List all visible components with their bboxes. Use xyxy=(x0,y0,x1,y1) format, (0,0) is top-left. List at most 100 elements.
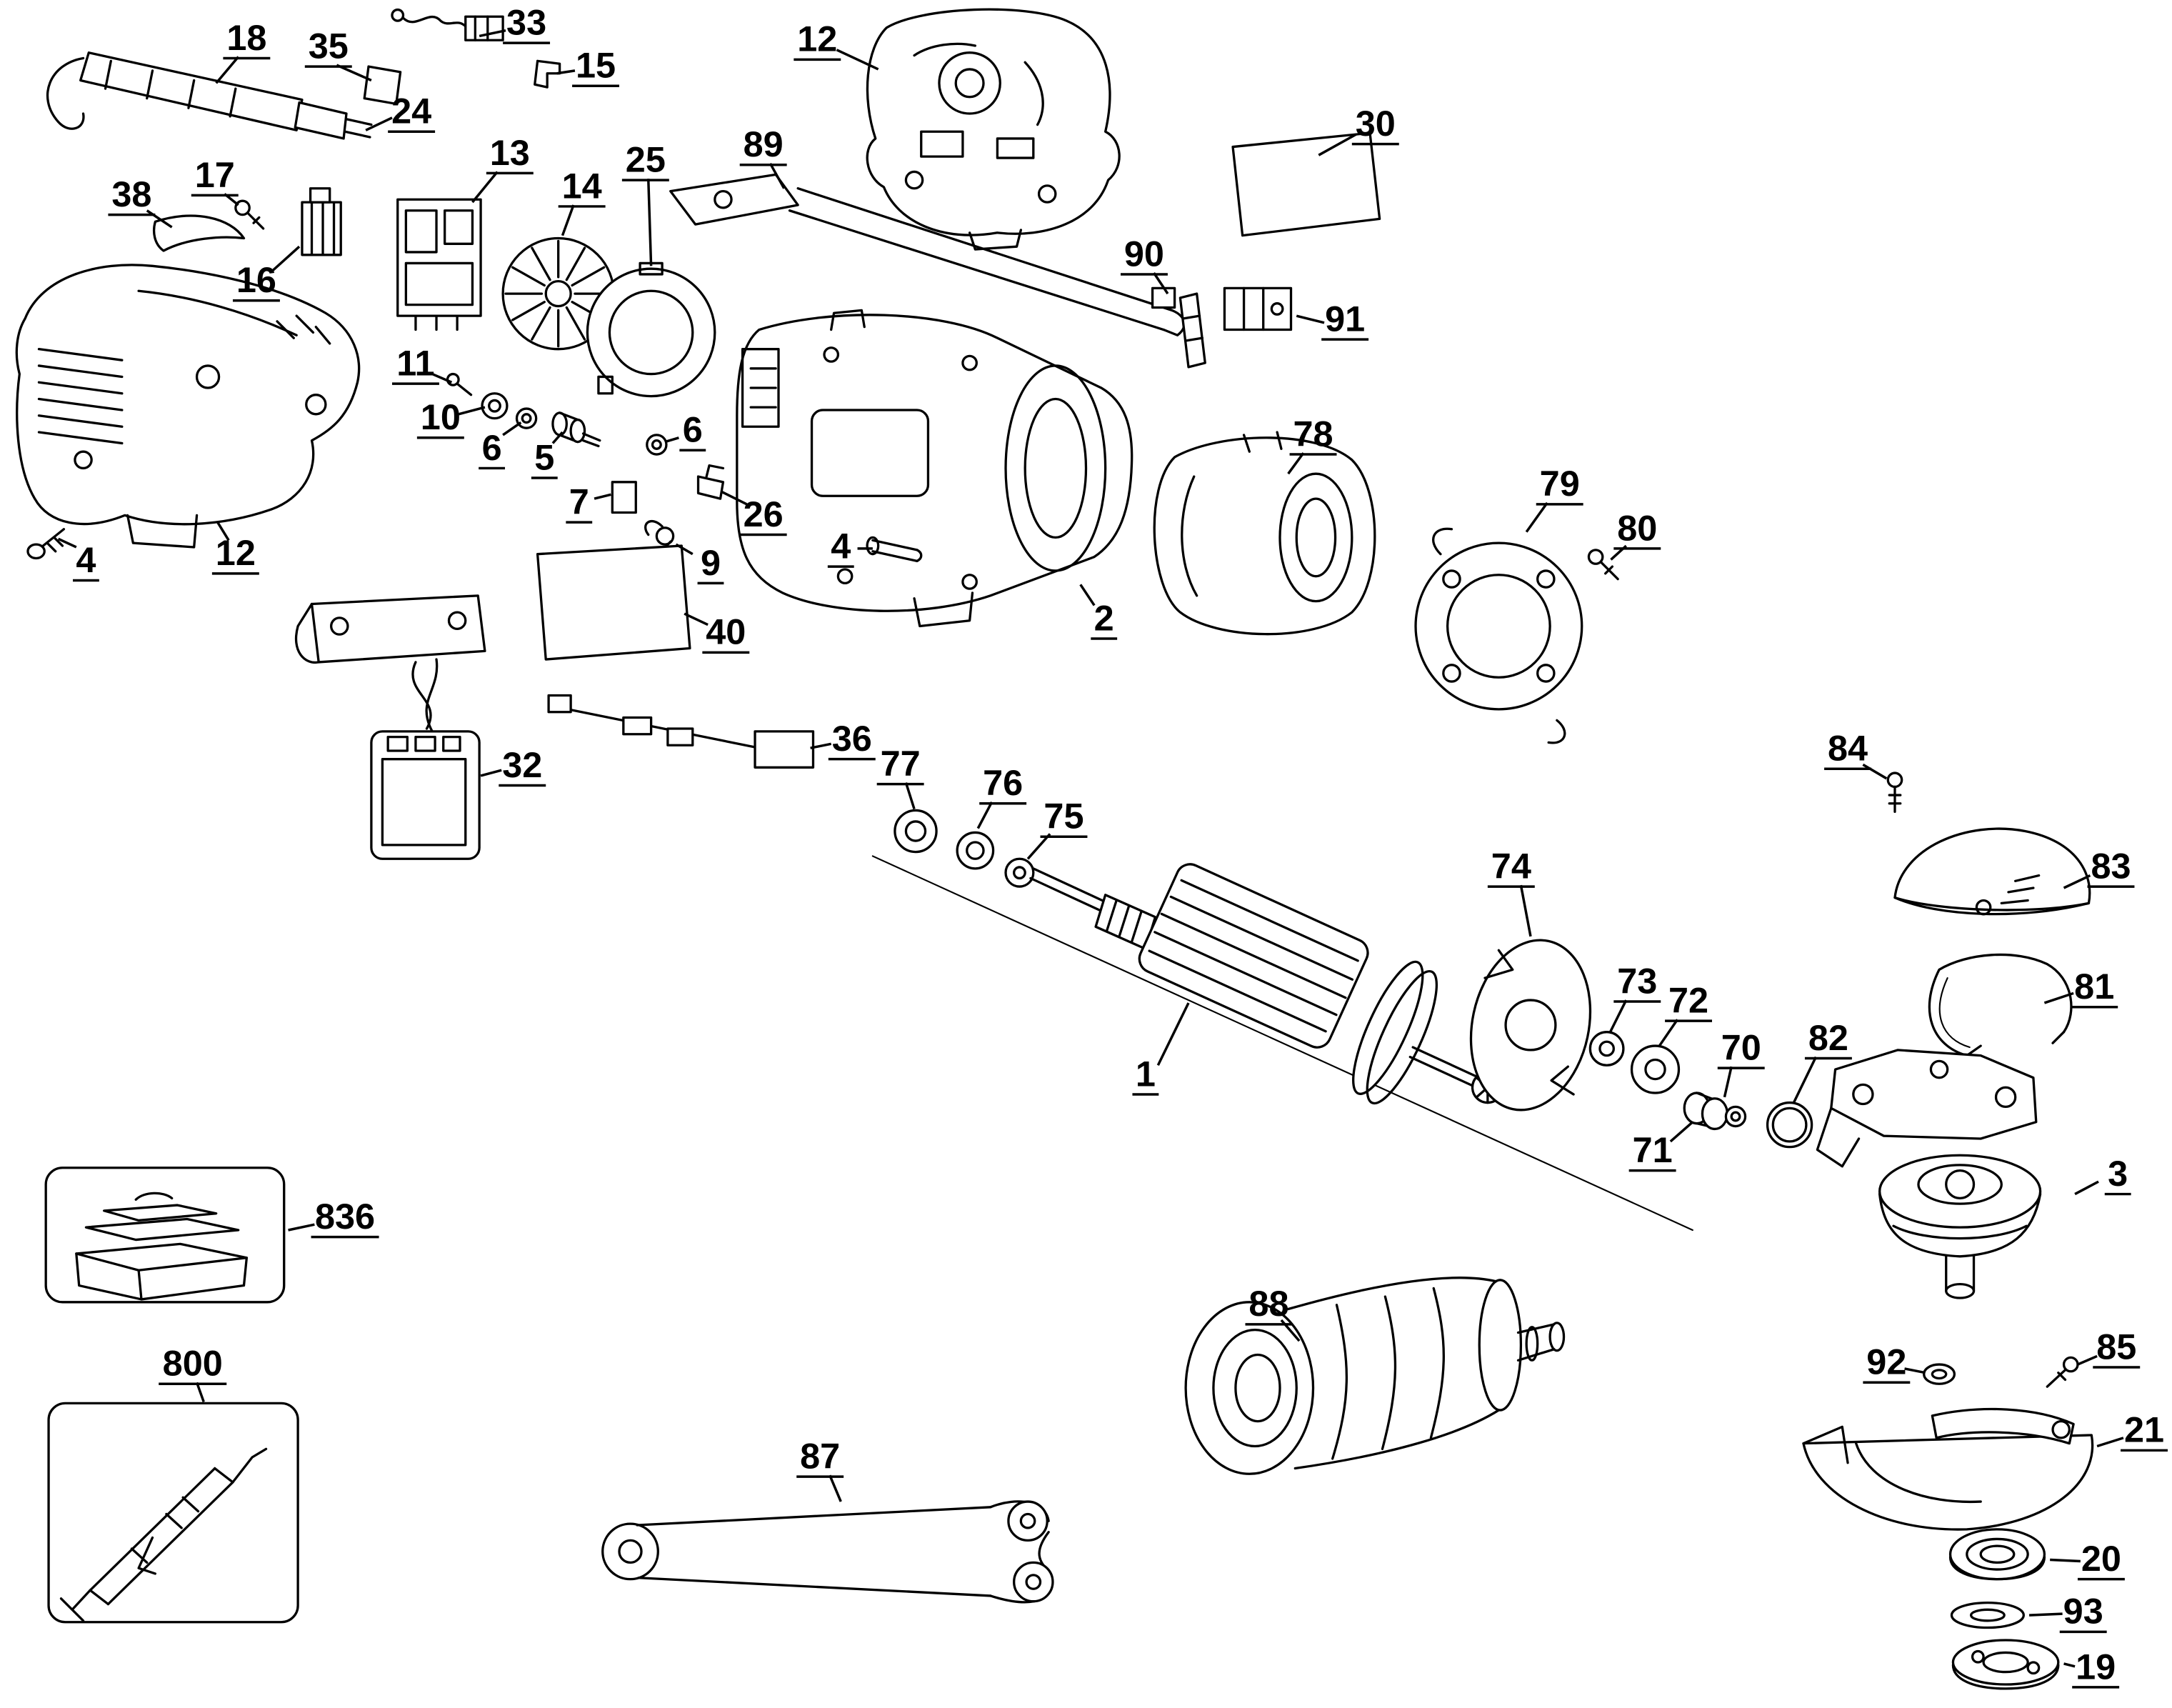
part-label-3: 3 xyxy=(2108,1153,2128,1194)
part-label-25: 25 xyxy=(626,139,666,179)
rear-housing-drawing xyxy=(15,264,361,549)
part-leader-line xyxy=(836,49,879,71)
side-handle-drawing xyxy=(46,51,373,140)
part-leader-line xyxy=(224,193,239,206)
bail-clip-drawing xyxy=(1928,953,2073,1057)
part-label-6: 6 xyxy=(683,409,703,450)
part-leader-line xyxy=(551,431,564,444)
part-leader-line xyxy=(2050,1558,2081,1563)
field-drawing xyxy=(1153,431,1376,636)
label-plate-drawing xyxy=(1231,131,1381,237)
screw-80-drawing xyxy=(1587,549,1619,581)
washer-93-drawing xyxy=(1950,1601,2025,1629)
part-leader-line xyxy=(1723,1066,1733,1098)
brush-holder-parts-drawing xyxy=(1151,286,1206,369)
part-leader-line xyxy=(502,421,522,436)
part-leader-line xyxy=(2029,1612,2063,1617)
part-leader-line xyxy=(721,490,748,506)
lead-assembly-drawing xyxy=(547,694,815,769)
part-leader-line xyxy=(684,612,709,626)
part-label-33: 33 xyxy=(506,1,546,42)
part-label-800: 800 xyxy=(163,1343,223,1384)
part-label-71: 71 xyxy=(1633,1129,1673,1170)
part-label-40: 40 xyxy=(706,611,746,652)
part-label-93: 93 xyxy=(2063,1591,2103,1632)
part-label-30: 30 xyxy=(1356,103,1396,144)
part-label-19: 19 xyxy=(2076,1646,2116,1687)
housing-half-drawing xyxy=(866,8,1121,251)
part-leader-line xyxy=(1318,133,1357,156)
part-leader-line xyxy=(1669,1121,1694,1143)
part-leader-line xyxy=(561,204,575,236)
part-leader-line xyxy=(664,436,679,444)
part-leader-line xyxy=(1156,1002,1190,1066)
part-label-21: 21 xyxy=(2124,1409,2164,1450)
part-label-70: 70 xyxy=(1721,1027,1761,1067)
part-label-88: 88 xyxy=(1248,1283,1288,1324)
part-label-12: 12 xyxy=(216,532,256,573)
part-label-35: 35 xyxy=(309,25,349,66)
fan-baffle-drawing xyxy=(1469,939,1592,1112)
part-leader-line xyxy=(288,1223,315,1232)
part-leader-line xyxy=(271,245,301,273)
part-leader-line xyxy=(2063,874,2091,889)
part-label-76: 76 xyxy=(983,762,1023,803)
part-leader-line xyxy=(1610,544,1627,561)
part-leader-line xyxy=(1026,833,1051,860)
part-leader-line xyxy=(2063,1662,2076,1668)
screw-85-drawing xyxy=(2046,1356,2079,1388)
part-label-72: 72 xyxy=(1668,980,1708,1021)
screw-4-left-drawing xyxy=(26,528,66,560)
part-leader-line xyxy=(146,209,173,229)
part-leader-line xyxy=(1904,1367,1926,1374)
part-leader-line xyxy=(646,179,653,266)
label-40-drawing xyxy=(536,544,691,661)
part-leader-line xyxy=(2043,992,2074,1004)
oring-82-drawing xyxy=(1766,1101,1813,1149)
part-leader-line xyxy=(431,372,453,384)
part-label-38: 38 xyxy=(111,174,151,214)
side-handle-88-drawing xyxy=(1184,1277,1566,1475)
part-label-80: 80 xyxy=(1617,507,1657,548)
part-leader-line xyxy=(1296,314,1325,324)
guard-drawing xyxy=(1802,1407,2094,1531)
clip-drawing xyxy=(534,59,561,89)
part-leader-line xyxy=(1658,1019,1678,1047)
part-label-2: 2 xyxy=(1094,597,1114,638)
part-label-15: 15 xyxy=(576,45,616,86)
part-label-92: 92 xyxy=(1866,1342,1906,1382)
bearing-20-drawing xyxy=(1948,1528,2046,1581)
grease-kit-drawing xyxy=(47,1402,299,1624)
part-label-78: 78 xyxy=(1293,413,1333,454)
part-leader-line xyxy=(2096,1437,2124,1448)
part-leader-line xyxy=(1280,1319,1301,1342)
part-leader-line xyxy=(458,406,486,416)
part-label-90: 90 xyxy=(1124,233,1164,274)
gear-case-drawing xyxy=(1816,1049,2042,1299)
part-leader-line xyxy=(810,742,832,749)
part-label-36: 36 xyxy=(832,718,872,759)
part-label-16: 16 xyxy=(236,259,276,300)
kit-box-drawing xyxy=(44,1167,286,1304)
part-label-79: 79 xyxy=(1540,463,1580,504)
part-leader-line xyxy=(195,1382,205,1403)
bearing-flange-drawing xyxy=(1414,527,1583,744)
part-leader-line xyxy=(1525,501,1548,533)
part-label-26: 26 xyxy=(744,494,784,534)
part-label-836: 836 xyxy=(315,1196,375,1237)
part-leader-line xyxy=(1608,999,1628,1034)
switch-module-drawing xyxy=(294,594,486,860)
part-label-13: 13 xyxy=(490,132,530,173)
baffle-ring-drawing xyxy=(586,261,716,398)
part-label-6: 6 xyxy=(482,427,502,468)
ring-70-drawing xyxy=(1724,1105,1747,1128)
part-label-9: 9 xyxy=(701,542,721,583)
part-leader-line xyxy=(479,29,506,38)
connector-drawing xyxy=(301,187,342,256)
lock-lever-drawing xyxy=(669,173,1186,336)
part-label-12: 12 xyxy=(797,19,837,59)
part-leader-line xyxy=(1079,584,1096,606)
screw-17-drawing xyxy=(234,199,265,230)
